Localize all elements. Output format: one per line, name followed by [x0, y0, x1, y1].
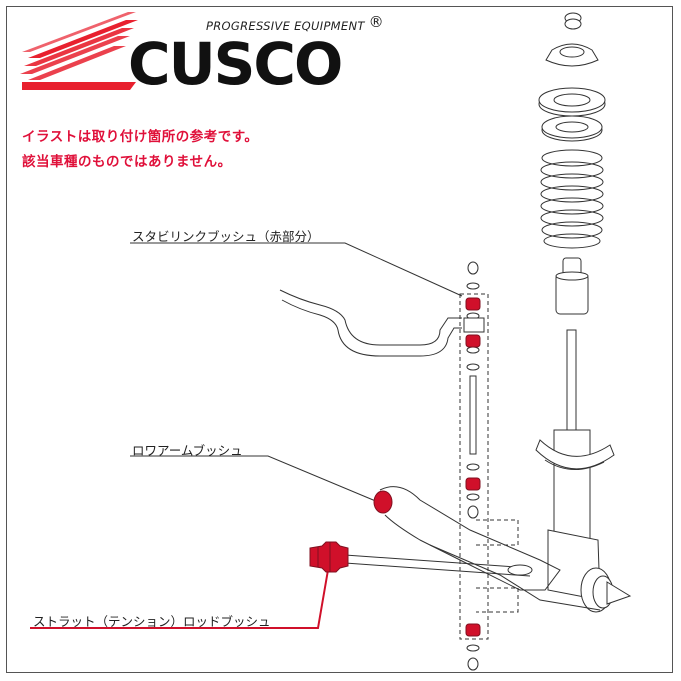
shock-absorber [535, 329, 615, 601]
stabilizer-link-assembly [459, 261, 519, 671]
bump-stop [555, 257, 589, 315]
label-strut-rod-bush: ストラット（テンション）ロッドブッシュ [33, 614, 271, 629]
stab-bush-4 [465, 623, 481, 637]
stabilizer-link-bushes [465, 297, 481, 637]
label-stabilizer-link-bush: スタビリンクブッシュ（赤部分） [132, 229, 320, 244]
note-line-1: イラストは取り付け箇所の参考です。 [22, 129, 259, 145]
stab-bush-3 [465, 477, 481, 491]
stab-bush-2 [465, 334, 481, 348]
leader-strut-rod [30, 569, 329, 629]
brand-tagline: PROGRESSIVE EQUIPMENT ® [206, 13, 384, 33]
leader-lines [30, 242, 463, 629]
lower-arm [379, 486, 601, 611]
coil-spring [540, 149, 604, 249]
tagline-text: PROGRESSIVE EQUIPMENT [206, 19, 365, 33]
logo-wordmark: CUSCO [128, 30, 341, 92]
hub-knuckle [580, 567, 632, 613]
logo-swoosh-mark [20, 12, 138, 90]
note-line-2: 該当車種のものではありません。 [22, 154, 232, 170]
label-lower-arm-bush: ロワアームブッシュ [132, 443, 243, 458]
cusco-logo: CUSCO [20, 12, 343, 92]
stabilizer-bar [279, 289, 462, 357]
stab-bush-1 [465, 297, 481, 311]
strut-rod-bush [309, 541, 349, 573]
registered-mark: ® [368, 13, 384, 31]
border-frame [6, 6, 673, 673]
leader-lower-arm [130, 455, 379, 503]
strut-top-mount [538, 12, 606, 142]
leader-stabilizer [130, 242, 463, 297]
strut-rod [344, 554, 533, 577]
lower-arm-bush [373, 490, 393, 514]
